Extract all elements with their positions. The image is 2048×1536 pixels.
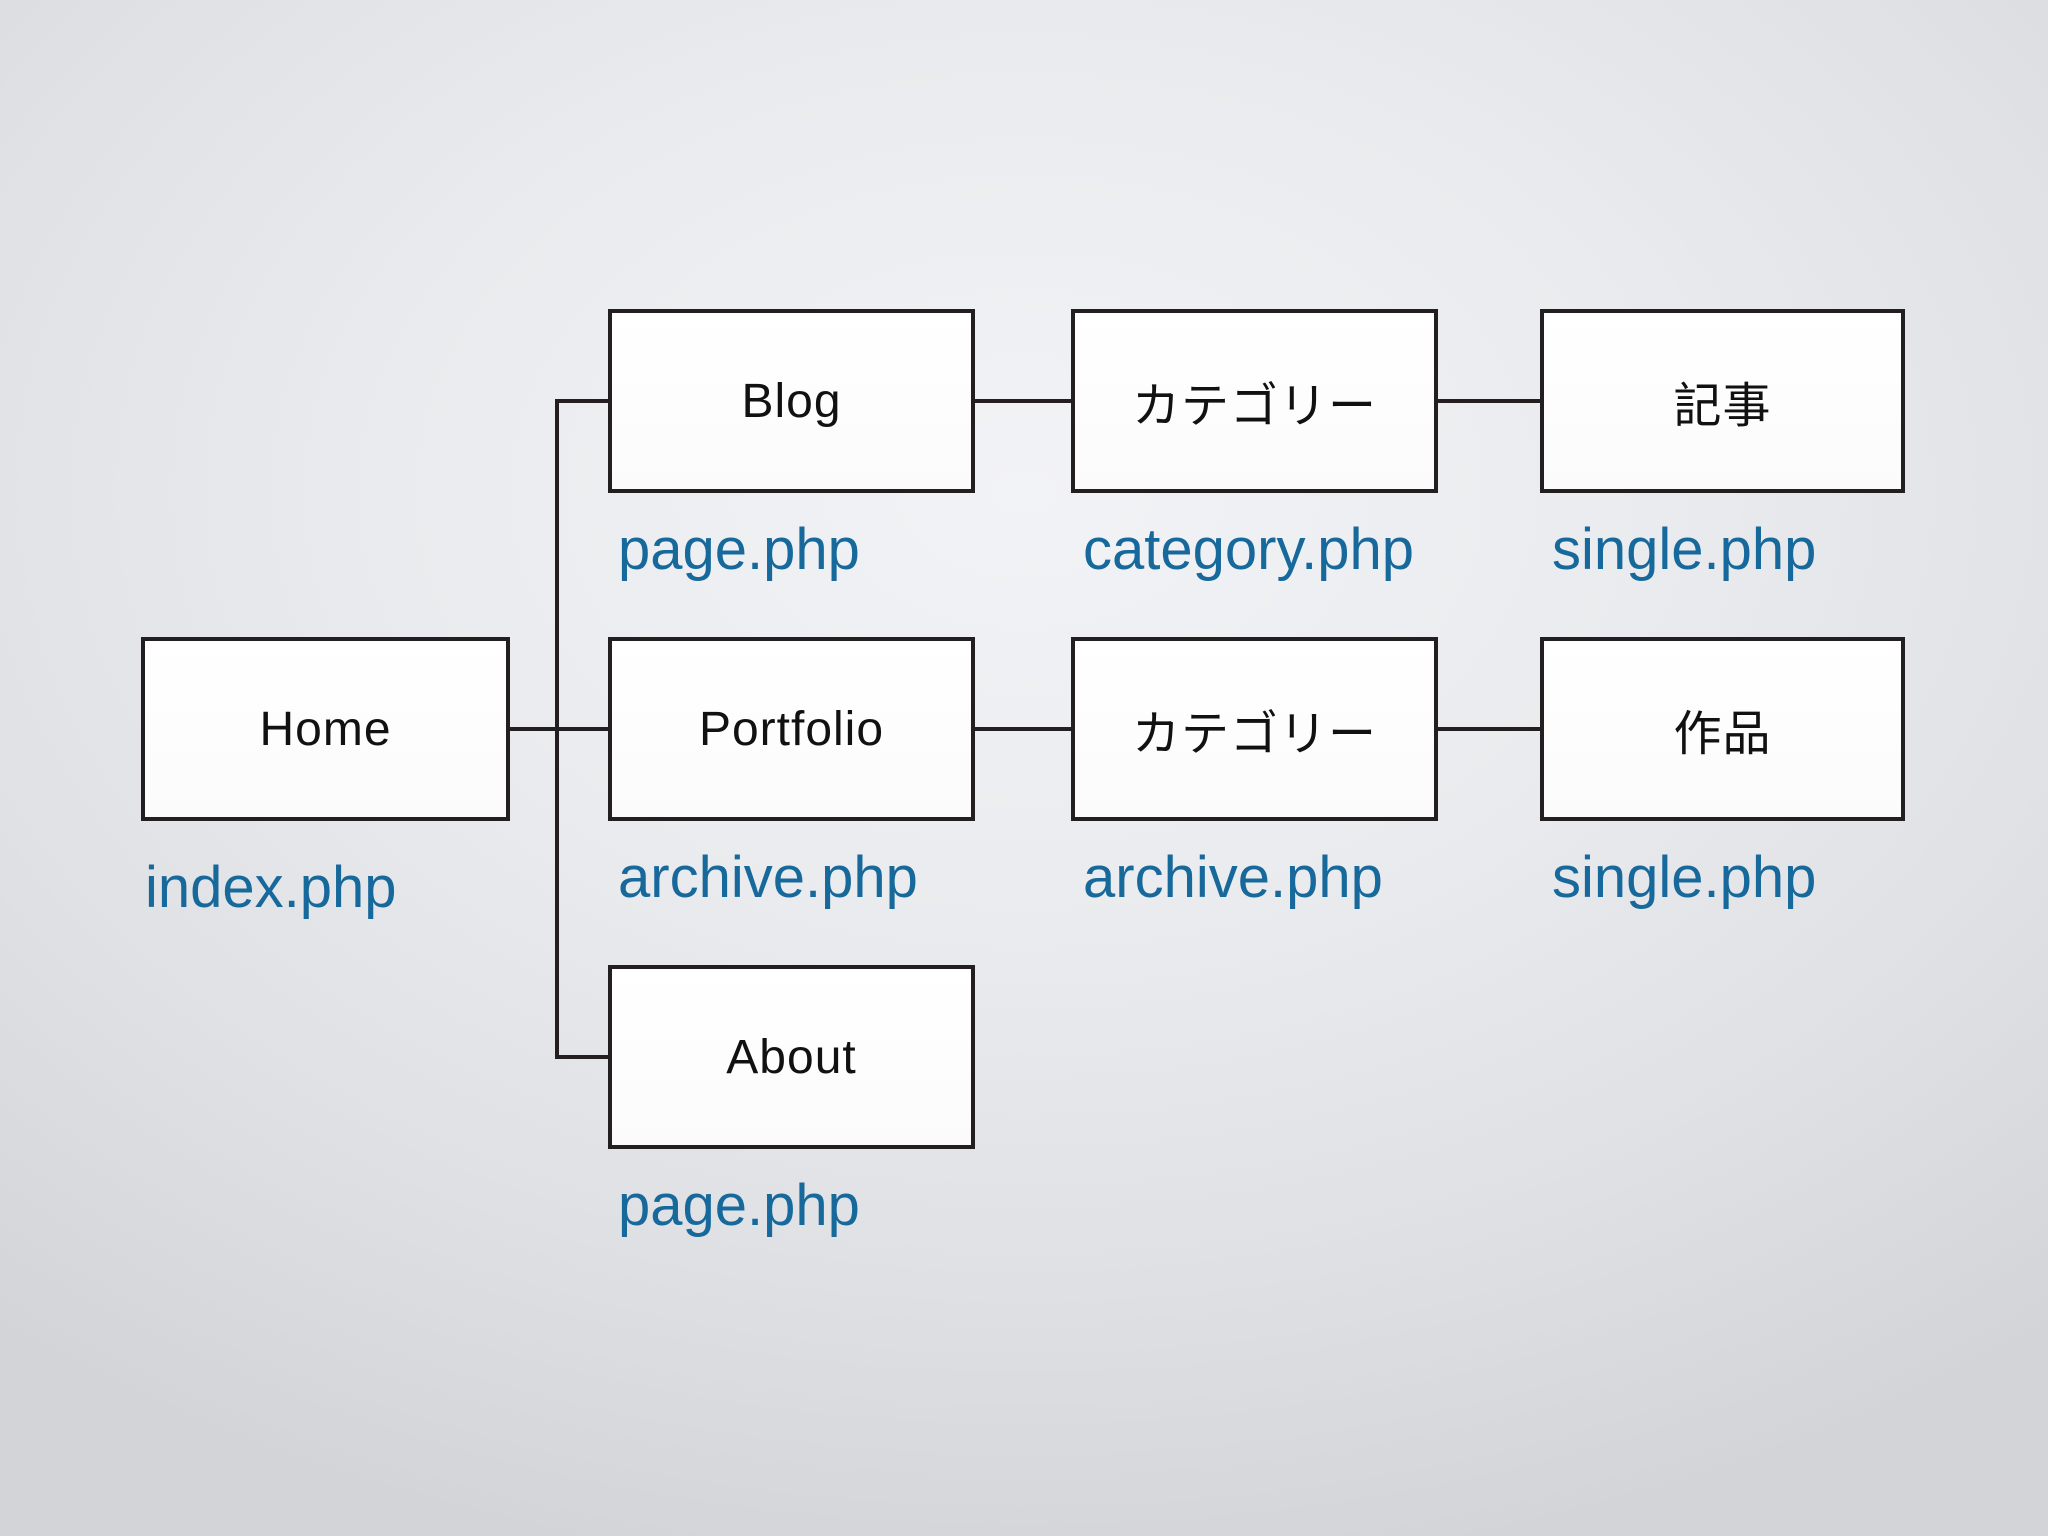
node-portfolio-box: Portfolio [608, 637, 975, 821]
node-blog-category-file-label: category.php [1083, 517, 1415, 582]
node-blog-category-box: カテゴリー [1071, 309, 1438, 493]
node-article-file-label: single.php [1552, 517, 1817, 582]
node-work-box: 作品 [1540, 637, 1905, 821]
connector-trunk-to-blog [555, 399, 608, 403]
node-blog-category-label: カテゴリー [1131, 380, 1377, 433]
node-work-label: 作品 [1673, 708, 1772, 761]
node-home-box: Home [141, 637, 510, 821]
connector-category-to-article [1438, 399, 1540, 403]
node-about-label: About [726, 1030, 857, 1084]
connector-trunk-to-about [555, 1055, 608, 1059]
node-article-box: 記事 [1540, 309, 1905, 493]
connector-home-to-portfolio [510, 727, 608, 731]
node-about-box: About [608, 965, 975, 1149]
node-work-file-label: single.php [1552, 845, 1817, 910]
connector-category-to-work [1438, 727, 1540, 731]
node-portfolio-label: Portfolio [698, 702, 885, 756]
node-blog-file-label: page.php [618, 517, 860, 582]
node-portfolio-file-label: archive.php [618, 845, 918, 910]
connector-blog-to-category [975, 399, 1071, 403]
node-home-file-label: index.php [145, 855, 397, 920]
node-portfolio-category-box: カテゴリー [1071, 637, 1438, 821]
node-portfolio-category-file-label: archive.php [1083, 845, 1383, 910]
node-article-label: 記事 [1673, 380, 1772, 433]
node-portfolio-category-label: カテゴリー [1131, 708, 1377, 761]
node-about-file-label: page.php [618, 1173, 860, 1238]
node-home-label: Home [259, 702, 392, 756]
node-blog-label: Blog [741, 374, 842, 428]
node-blog-box: Blog [608, 309, 975, 493]
connector-portfolio-to-category [975, 727, 1071, 731]
